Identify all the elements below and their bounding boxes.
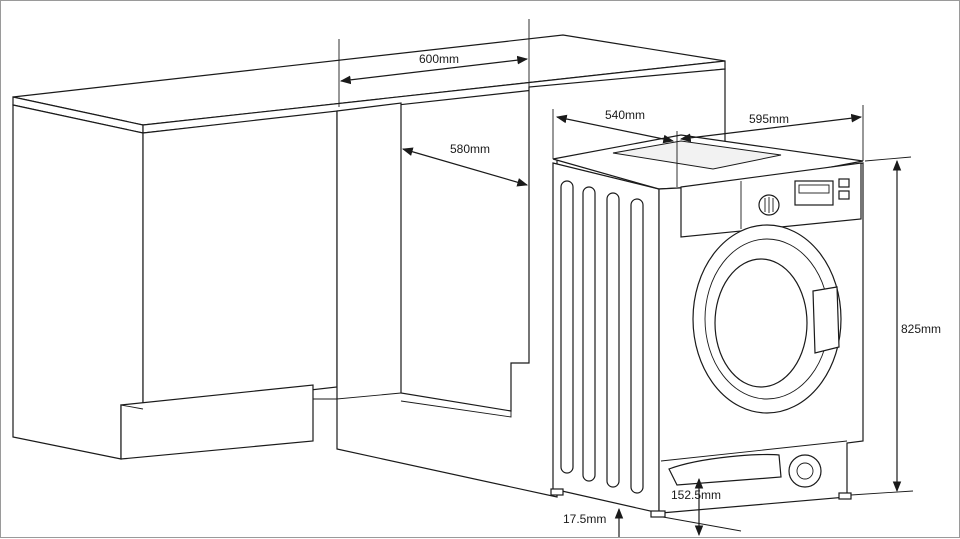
dimension-machine-depth: 540mm [552, 108, 678, 187]
button-icon [838, 190, 850, 200]
label-540mm: 540mm [605, 108, 645, 122]
dimension-cabinet-depth: 580mm [401, 142, 529, 187]
door-glass [714, 258, 808, 388]
foot [838, 492, 852, 500]
label-152-5mm: 152.5mm [671, 488, 721, 502]
dimension-base-recess: 152.5mm [662, 477, 742, 537]
cabinet-door [142, 110, 338, 410]
label-825mm: 825mm [901, 322, 941, 336]
label-580mm: 580mm [450, 142, 490, 156]
foot [650, 510, 666, 518]
dimension-machine-height: 825mm [850, 156, 941, 496]
dimension-cabinet-width: 600mm [338, 19, 530, 107]
pump-filter-icon [788, 454, 822, 488]
door-handle [812, 286, 840, 354]
cabinet-plinth [120, 384, 314, 460]
dimension-foot-clearance: 17.5mm [563, 507, 624, 537]
kitchen-cabinet [12, 34, 726, 498]
button-icon [838, 178, 850, 188]
dimension-machine-width: 595mm [679, 105, 864, 161]
side-ribs [560, 180, 644, 494]
label-600mm: 600mm [419, 52, 459, 66]
foot [550, 488, 564, 496]
filter-cover [668, 453, 782, 486]
washing-machine [550, 134, 864, 518]
label-17-5mm: 17.5mm [563, 512, 606, 526]
label-595mm: 595mm [749, 112, 789, 126]
